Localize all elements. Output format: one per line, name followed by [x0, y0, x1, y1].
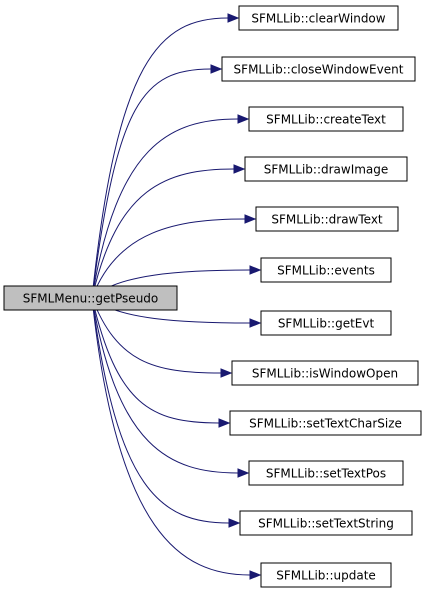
callee-node-events[interactable]: SFMLLib::events	[260, 257, 392, 283]
callee-node-label: SFMLLib::isWindowOpen	[252, 367, 398, 381]
callee-node-label: SFMLLib::setTextCharSize	[249, 417, 402, 431]
callee-node-label: SFMLLib::getEvt	[278, 317, 375, 331]
callee-node-set-text-string[interactable]: SFMLLib::setTextString	[239, 510, 413, 536]
callee-node-label: SFMLLib::drawImage	[264, 163, 389, 177]
callee-node-set-text-pos[interactable]: SFMLLib::setTextPos	[248, 460, 404, 486]
callee-node-label: SFMLLib::drawText	[271, 213, 383, 227]
callee-node-update[interactable]: SFMLLib::update	[260, 562, 392, 588]
edge-to-close-window-event	[91, 64, 223, 299]
callee-node-label: SFMLLib::closeWindowEvent	[234, 63, 404, 77]
callee-node-is-window-open[interactable]: SFMLLib::isWindowOpen	[231, 360, 419, 386]
edge-to-draw-text	[91, 214, 257, 299]
callee-node-clear-window[interactable]: SFMLLib::clearWindow	[238, 5, 399, 31]
edge-to-update	[91, 297, 262, 580]
callee-node-draw-image[interactable]: SFMLLib::drawImage	[244, 156, 408, 182]
edge-to-set-text-pos	[91, 297, 250, 478]
callee-node-label: SFMLLib::events	[277, 264, 375, 278]
callee-node-label: SFMLLib::update	[276, 569, 376, 583]
callee-node-label: SFMLLib::createText	[266, 113, 386, 127]
callee-node-draw-text[interactable]: SFMLLib::drawText	[255, 206, 399, 232]
source-node-getpseudo[interactable]: SFMLMenu::getPseudo	[3, 285, 178, 311]
edge-to-draw-image	[91, 164, 246, 299]
callee-node-label: SFMLLib::setTextString	[258, 517, 394, 531]
callee-nodes: SFMLLib::clearWindowSFMLLib::closeWindow…	[221, 5, 422, 588]
callee-node-label: SFMLLib::clearWindow	[251, 12, 385, 26]
callee-node-get-evt[interactable]: SFMLLib::getEvt	[260, 310, 392, 336]
callee-node-close-window-event[interactable]: SFMLLib::closeWindowEvent	[221, 56, 416, 82]
edge-to-set-text-char-size	[91, 297, 231, 428]
edge-to-clear-window	[91, 13, 240, 299]
callee-node-label: SFMLLib::setTextPos	[266, 467, 386, 481]
edge-to-is-window-open	[91, 297, 233, 378]
callee-node-create-text[interactable]: SFMLLib::createText	[248, 106, 404, 132]
edge-to-set-text-string	[91, 297, 241, 528]
edge-to-create-text	[91, 114, 250, 299]
source-node-label: SFMLMenu::getPseudo	[23, 292, 159, 306]
call-edges	[91, 13, 262, 580]
callee-node-set-text-char-size[interactable]: SFMLLib::setTextCharSize	[229, 410, 422, 436]
